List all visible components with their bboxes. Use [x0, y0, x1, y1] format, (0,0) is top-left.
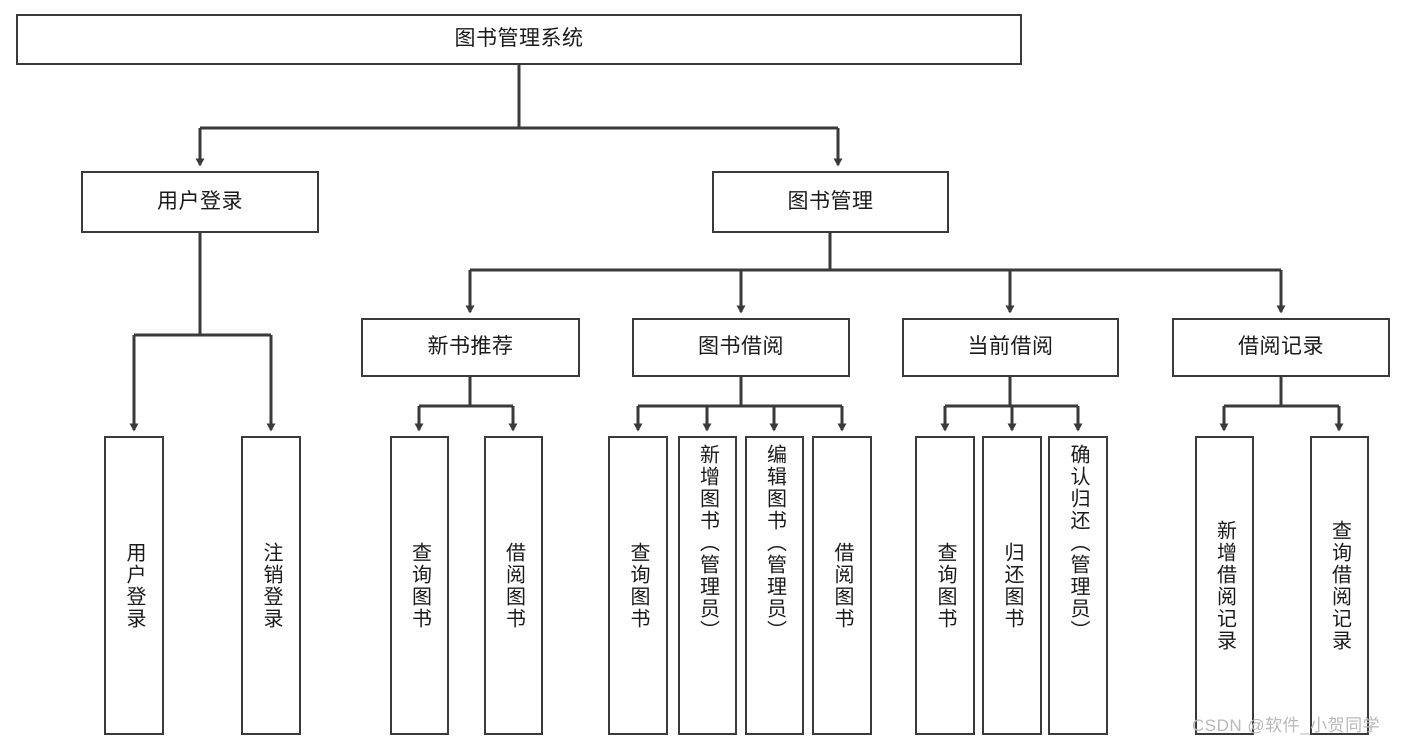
csdn-watermark: CSDN @软件_小贺同学 — [1192, 716, 1381, 735]
node-leaf-return-book[interactable]: 归还图书 — [982, 436, 1042, 735]
node-borrow-record[interactable]: 借阅记录 — [1172, 318, 1390, 377]
node-leaf-borrow-book[interactable]: 借阅图书 — [812, 436, 872, 735]
node-current-borrow-label: 当前借阅 — [967, 335, 1054, 359]
node-new-book-recommend[interactable]: 新书推荐 — [361, 318, 580, 377]
node-leaf-borrow-book-recommend[interactable]: 借阅图书 — [484, 436, 543, 735]
node-leaf-query-book-current-label: 查询图书 — [934, 541, 956, 630]
node-leaf-add-book-label: 新增图书（管理员） — [696, 444, 719, 642]
node-leaf-user-logout-label: 注销登录 — [260, 541, 282, 630]
node-leaf-add-book[interactable]: 新增图书（管理员） — [678, 436, 737, 735]
node-user-login[interactable]: 用户登录 — [81, 171, 319, 233]
node-leaf-query-book-recommend[interactable]: 查询图书 — [390, 436, 449, 735]
node-root-label: 图书管理系统 — [454, 27, 584, 51]
node-leaf-query-book-borrow-label: 查询图书 — [627, 541, 649, 630]
node-leaf-add-borrow-record[interactable]: 新增借阅记录 — [1195, 436, 1254, 735]
node-current-borrow[interactable]: 当前借阅 — [902, 318, 1119, 377]
node-leaf-add-borrow-record-label: 新增借阅记录 — [1213, 519, 1236, 652]
node-leaf-query-borrow-record-label: 查询借阅记录 — [1328, 519, 1351, 652]
node-leaf-user-login[interactable]: 用户登录 — [104, 436, 164, 735]
node-leaf-query-book-recommend-label: 查询图书 — [408, 541, 431, 630]
node-leaf-query-book-borrow[interactable]: 查询图书 — [608, 436, 668, 735]
node-leaf-query-borrow-record[interactable]: 查询借阅记录 — [1310, 436, 1369, 735]
node-leaf-return-book-label: 归还图书 — [1001, 541, 1023, 630]
node-borrow-record-label: 借阅记录 — [1238, 335, 1324, 359]
node-new-book-recommend-label: 新书推荐 — [427, 335, 514, 359]
node-book-borrow-label: 图书借阅 — [698, 335, 784, 359]
node-leaf-query-book-current[interactable]: 查询图书 — [915, 436, 975, 735]
node-leaf-user-logout[interactable]: 注销登录 — [241, 436, 301, 735]
node-leaf-edit-book-label: 编辑图书（管理员） — [763, 444, 786, 642]
node-leaf-user-login-label: 用户登录 — [123, 541, 145, 630]
node-leaf-confirm-return[interactable]: 确认归还（管理员） — [1048, 436, 1108, 735]
node-user-login-label: 用户登录 — [157, 189, 243, 213]
node-leaf-confirm-return-label: 确认归还（管理员） — [1067, 444, 1089, 642]
node-leaf-borrow-book-label: 借阅图书 — [831, 541, 853, 630]
node-leaf-edit-book[interactable]: 编辑图书（管理员） — [745, 436, 804, 735]
node-leaf-borrow-book-recommend-label: 借阅图书 — [502, 541, 525, 630]
node-book-manage[interactable]: 图书管理 — [712, 171, 949, 233]
node-book-borrow[interactable]: 图书借阅 — [632, 318, 850, 377]
node-root[interactable]: 图书管理系统 — [16, 14, 1022, 65]
node-book-manage-label: 图书管理 — [787, 189, 874, 213]
